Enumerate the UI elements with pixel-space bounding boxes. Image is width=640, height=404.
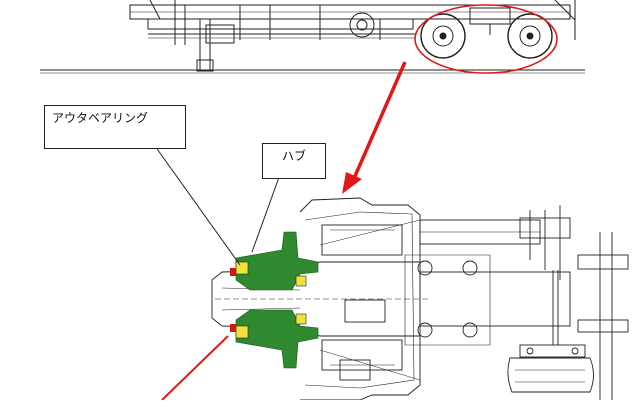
trailer-side-view <box>40 0 585 74</box>
hub-part <box>235 231 319 369</box>
hub-leader <box>251 168 283 253</box>
seal-leader-line <box>161 335 229 401</box>
hub-label: ハブ <box>262 143 326 179</box>
seal-part <box>230 268 236 332</box>
red-pointer-arrow <box>342 61 407 194</box>
outer-bearing-leader <box>149 138 241 266</box>
outer-bearing-label: アウタベアリング <box>44 105 186 149</box>
outer-bearing-part <box>235 261 307 339</box>
wheel-highlight-ellipse <box>414 4 558 74</box>
hub-cross-section <box>211 197 629 401</box>
